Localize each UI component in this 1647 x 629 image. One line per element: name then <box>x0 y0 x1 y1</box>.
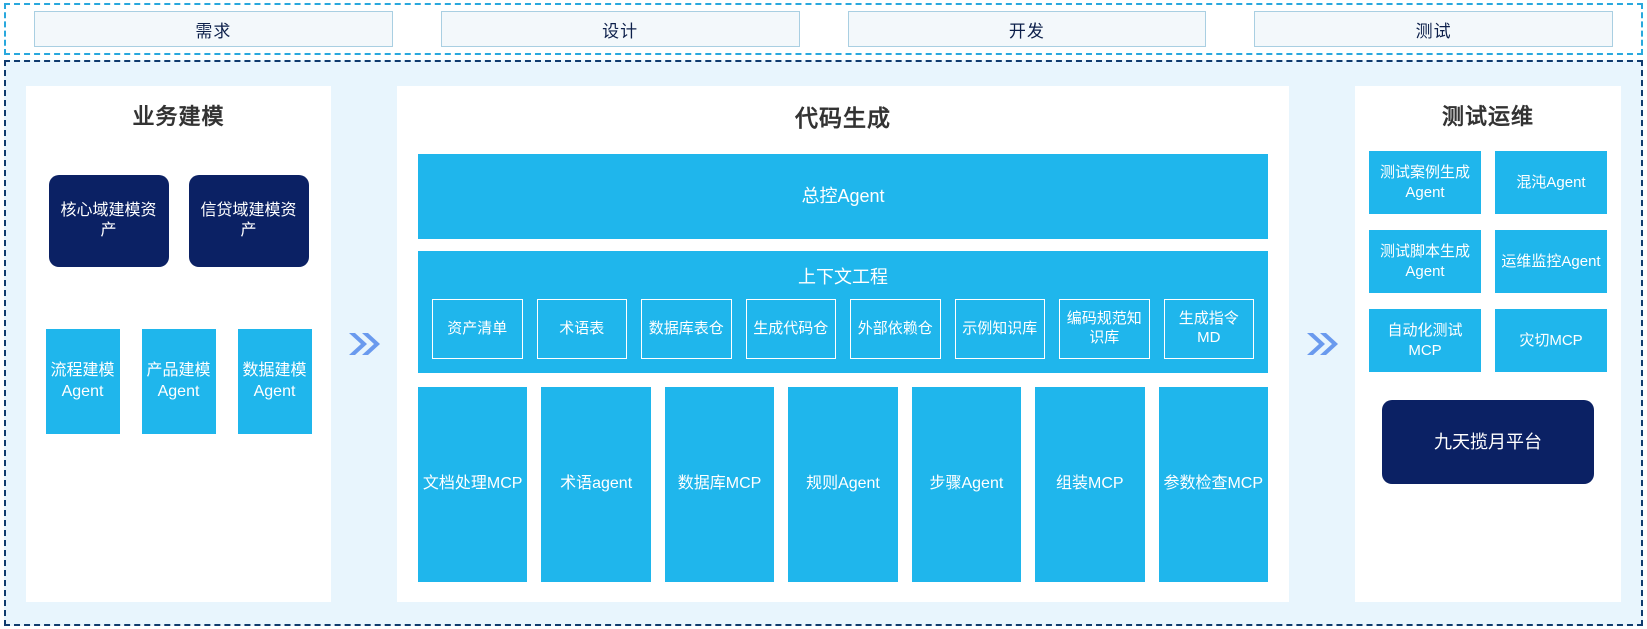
context-chip-external-dependency-repo[interactable]: 外部依赖仓 <box>850 299 941 359</box>
tool-label: 步骤Agent <box>929 475 1004 493</box>
chip-label: 生成代码仓 <box>753 319 829 337</box>
agent-card-product-modeling[interactable]: 产品建模Agent <box>141 329 216 434</box>
stage-design[interactable]: 设计 <box>440 11 800 47</box>
context-engineering-title: 上下文工程 <box>798 267 888 287</box>
stage-development[interactable]: 开发 <box>847 11 1207 47</box>
context-chip-list: 资产清单 术语表 数据库表仓 生成代码仓 外部依赖仓 示例知识库 编码规范知识库… <box>432 299 1254 359</box>
chip-label: 外部依赖仓 <box>857 319 933 337</box>
panel-title-test-operations: 测试运维 <box>1441 104 1534 129</box>
card-label: 灾切MCP <box>1519 331 1583 349</box>
stage-requirements[interactable]: 需求 <box>34 11 393 47</box>
stage-label: 开发 <box>1008 21 1045 41</box>
platform-label: 九天揽月平台 <box>1434 431 1542 452</box>
tool-label: 术语agent <box>560 475 633 493</box>
card-label: 自动化测试MCP <box>1387 322 1463 359</box>
stage-bar: 需求 设计 开发 测试 <box>4 3 1643 55</box>
agent-label: 流程建模Agent <box>50 361 115 400</box>
card-operations-monitoring-agent[interactable]: 运维监控Agent <box>1495 230 1607 293</box>
card-chaos-agent[interactable]: 混沌Agent <box>1495 151 1607 214</box>
chip-label: 数据库表仓 <box>648 319 724 337</box>
panel-code-generation: 代码生成 总控Agent 上下文工程 资产清单 术语表 数据库表仓 生成代码仓 … <box>397 86 1289 602</box>
double-chevron-right-icon <box>1307 333 1338 355</box>
card-label: 运维监控Agent <box>1501 252 1601 270</box>
arrow-left-to-center <box>331 86 397 602</box>
agent-label: 产品建模Agent <box>146 361 211 400</box>
tool-label: 参数检查MCP <box>1163 475 1264 493</box>
tool-card-step-agent[interactable]: 步骤Agent <box>911 387 1022 582</box>
asset-label: 核心域建模资产 <box>60 202 157 239</box>
tool-label: 组装MCP <box>1056 475 1124 493</box>
asset-label: 信贷域建模资产 <box>200 202 297 239</box>
context-chip-asset-list[interactable]: 资产清单 <box>432 299 523 359</box>
test-ops-card-grid: 测试案例生成Agent 混沌Agent 测试脚本生成Agent 运维监控Agen… <box>1355 151 1621 372</box>
stage-testing[interactable]: 测试 <box>1254 11 1613 47</box>
business-agents-group: 流程建模Agent 产品建模Agent 数据建模Agent <box>26 329 331 434</box>
card-test-case-generation-agent[interactable]: 测试案例生成Agent <box>1369 151 1481 214</box>
tool-label: 文档处理MCP <box>422 475 523 493</box>
context-chip-db-table-repo[interactable]: 数据库表仓 <box>641 299 732 359</box>
architecture-frame: 业务建模 核心域建模资产 信贷域建模资产 流程建模Agent 产品建模Agent… <box>4 60 1643 626</box>
card-disaster-switch-mcp[interactable]: 灾切MCP <box>1495 309 1607 372</box>
code-generation-body: 总控Agent 上下文工程 资产清单 术语表 数据库表仓 生成代码仓 外部依赖仓… <box>397 133 1289 602</box>
context-chip-generation-instruction-md[interactable]: 生成指令MD <box>1163 299 1254 359</box>
chip-label: 术语表 <box>559 319 605 337</box>
card-label: 测试案例生成Agent <box>1379 164 1470 201</box>
agent-card-process-modeling[interactable]: 流程建模Agent <box>45 329 120 434</box>
chip-label: 生成指令MD <box>1178 310 1239 346</box>
platform-wrapper: 九天揽月平台 <box>1355 400 1621 484</box>
context-chip-generated-code-repo[interactable]: 生成代码仓 <box>745 299 836 359</box>
panel-title-business-modeling: 业务建模 <box>132 104 225 129</box>
tool-card-parameter-check-mcp[interactable]: 参数检查MCP <box>1158 387 1268 582</box>
stage-label: 测试 <box>1415 21 1452 41</box>
context-chip-glossary[interactable]: 术语表 <box>536 299 627 359</box>
stage-label: 设计 <box>602 21 639 41</box>
card-label: 测试脚本生成Agent <box>1379 243 1470 280</box>
chip-label: 示例知识库 <box>962 319 1038 337</box>
business-assets-group: 核心域建模资产 信贷域建模资产 <box>26 175 331 267</box>
tool-card-glossary-agent[interactable]: 术语agent <box>541 387 651 582</box>
tool-card-document-processing-mcp[interactable]: 文档处理MCP <box>418 387 528 582</box>
panel-test-operations: 测试运维 测试案例生成Agent 混沌Agent 测试脚本生成Agent 运维监… <box>1355 86 1621 602</box>
tool-card-database-mcp[interactable]: 数据库MCP <box>664 387 775 582</box>
tool-card-row: 文档处理MCP 术语agent 数据库MCP 规则Agent 步骤Agent 组… <box>418 387 1268 582</box>
asset-card-credit-domain[interactable]: 信贷域建模资产 <box>188 175 309 267</box>
tool-label: 数据库MCP <box>677 475 762 493</box>
master-agent-label: 总控Agent <box>801 185 885 206</box>
chip-label: 编码规范知识库 <box>1066 310 1142 346</box>
tool-card-assembly-mcp[interactable]: 组装MCP <box>1035 387 1145 582</box>
master-agent-band[interactable]: 总控Agent <box>418 154 1268 239</box>
card-test-script-generation-agent[interactable]: 测试脚本生成Agent <box>1369 230 1481 293</box>
card-label: 混沌Agent <box>1516 173 1586 191</box>
asset-card-core-domain[interactable]: 核心域建模资产 <box>48 175 169 267</box>
arrow-center-to-right <box>1289 86 1355 602</box>
platform-card-jiutian-lanyue[interactable]: 九天揽月平台 <box>1382 400 1594 484</box>
context-engineering-band: 上下文工程 资产清单 术语表 数据库表仓 生成代码仓 外部依赖仓 示例知识库 编… <box>418 251 1268 373</box>
agent-card-data-modeling[interactable]: 数据建模Agent <box>237 329 312 434</box>
tool-label: 规则Agent <box>806 475 880 493</box>
panel-title-code-generation: 代码生成 <box>795 105 891 131</box>
stage-label: 需求 <box>195 21 232 41</box>
context-chip-example-knowledge-base[interactable]: 示例知识库 <box>954 299 1045 359</box>
agent-label: 数据建模Agent <box>242 361 307 400</box>
card-automated-test-mcp[interactable]: 自动化测试MCP <box>1369 309 1481 372</box>
double-chevron-right-icon <box>349 333 380 355</box>
context-chip-coding-standard-knowledge-base[interactable]: 编码规范知识库 <box>1059 299 1150 359</box>
tool-card-rule-agent[interactable]: 规则Agent <box>788 387 898 582</box>
chip-label: 资产清单 <box>447 319 508 337</box>
panel-business-modeling: 业务建模 核心域建模资产 信贷域建模资产 流程建模Agent 产品建模Agent… <box>26 86 331 602</box>
